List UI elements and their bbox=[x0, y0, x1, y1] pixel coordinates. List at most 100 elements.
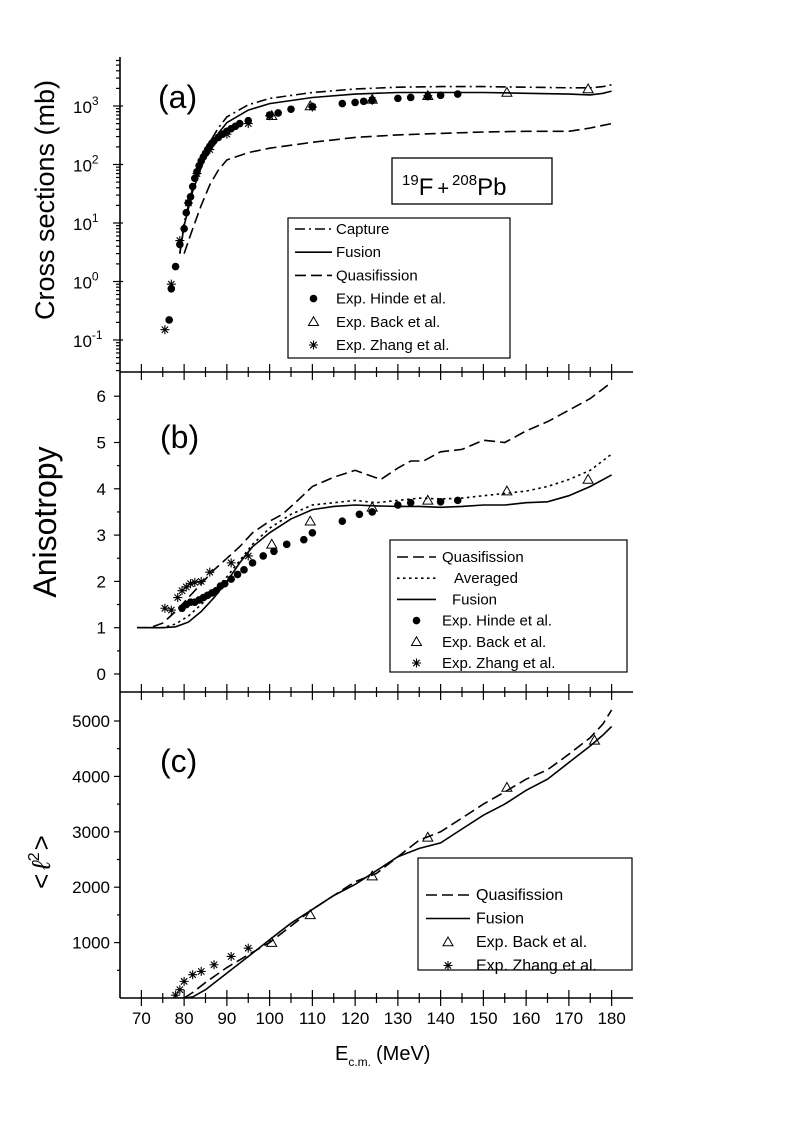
legend-marker-exp-zhang-et-al bbox=[412, 658, 421, 668]
y-tick-label: 102 bbox=[73, 153, 99, 176]
reaction-elem2: Pb bbox=[477, 174, 506, 201]
data-point-exp-back-et-al bbox=[421, 494, 434, 505]
y-tick-label: 4 bbox=[97, 480, 106, 499]
legend-label-fusion: Fusion bbox=[452, 591, 497, 608]
x-tick-label: 180 bbox=[597, 1009, 625, 1028]
data-point-exp-hinde-et-al bbox=[453, 90, 462, 98]
x-axis-label-main: E bbox=[335, 1043, 348, 1065]
data-point-exp-zhang-et-al bbox=[243, 119, 253, 129]
ell-symbol: ℓ bbox=[26, 860, 56, 871]
ell-exponent: 2 bbox=[26, 852, 43, 861]
data-point-exp-hinde-et-al bbox=[233, 570, 242, 579]
data-point-exp-hinde-et-al bbox=[220, 579, 229, 588]
legend-label-fusion: Fusion bbox=[476, 911, 524, 928]
data-point-exp-zhang-et-al bbox=[226, 951, 236, 961]
data-point-exp-back-et-al bbox=[501, 86, 513, 97]
legend-label-capture: Capture bbox=[336, 221, 389, 238]
data-point-exp-back-et-al bbox=[265, 936, 278, 947]
panel-c-ylabel: <ℓ2> bbox=[26, 835, 56, 889]
x-axis-label-unit: (MeV) bbox=[376, 1043, 430, 1065]
data-point-exp-hinde-et-al bbox=[338, 99, 347, 108]
data-point-exp-hinde-et-al bbox=[180, 224, 188, 233]
y-tick-label: 5000 bbox=[72, 712, 110, 731]
x-tick-label: 90 bbox=[217, 1009, 236, 1028]
reaction-box bbox=[391, 157, 553, 205]
angle-open: < bbox=[26, 874, 56, 889]
data-point-exp-zhang-et-al bbox=[209, 960, 219, 970]
data-point-exp-zhang-et-al bbox=[160, 603, 170, 613]
data-point-exp-hinde-et-al bbox=[167, 285, 176, 293]
reaction-plus: + bbox=[437, 178, 449, 200]
data-point-exp-hinde-et-al bbox=[436, 91, 445, 100]
data-point-exp-zhang-et-al bbox=[265, 111, 275, 121]
legend-marker-exp-back-et-al bbox=[442, 935, 454, 947]
x-axis-label: Ec.m.(MeV) bbox=[335, 1043, 430, 1069]
y-tick-label: 10-1 bbox=[73, 328, 103, 351]
reaction-label: 19F+208Pb bbox=[402, 172, 506, 201]
legend-label-exp-zhang-et-al: Exp. Zhang et al. bbox=[336, 337, 449, 354]
data-point-exp-zhang-et-al bbox=[166, 279, 176, 289]
series-line-quasifission bbox=[183, 122, 612, 254]
data-point-exp-hinde-et-al bbox=[406, 498, 415, 507]
data-point-exp-zhang-et-al bbox=[171, 990, 181, 998]
y-tick-label: 5 bbox=[97, 434, 106, 453]
x-tick-label: 130 bbox=[384, 1009, 412, 1028]
data-point-exp-hinde-et-al bbox=[436, 497, 445, 506]
y-tick-label: 1 bbox=[97, 619, 106, 638]
data-point-exp-zhang-et-al bbox=[175, 985, 185, 995]
y-tick-label: 3000 bbox=[72, 823, 110, 842]
panel-c-label: (c) bbox=[160, 743, 197, 779]
legend-label-exp-back-et-al: Exp. Back et al. bbox=[476, 934, 587, 951]
data-point-exp-back-et-al bbox=[501, 485, 513, 496]
legend-marker-exp-zhang-et-al bbox=[309, 340, 318, 350]
y-tick-label: 103 bbox=[73, 94, 99, 117]
x-tick-label: 80 bbox=[175, 1009, 194, 1028]
data-point-exp-zhang-et-al bbox=[179, 976, 189, 986]
y-tick-label: 6 bbox=[97, 387, 106, 406]
data-point-exp-back-et-al bbox=[265, 538, 278, 549]
data-point-exp-hinde-et-al bbox=[235, 119, 244, 128]
y-tick-label: 2 bbox=[97, 572, 106, 591]
legend-marker-exp-hinde-et-al bbox=[309, 294, 318, 303]
data-point-exp-zhang-et-al bbox=[188, 970, 198, 980]
data-point-exp-hinde-et-al bbox=[287, 105, 295, 114]
x-tick-label: 170 bbox=[555, 1009, 583, 1028]
legend-label-exp-zhang-et-al: Exp. Zhang et al. bbox=[442, 655, 555, 672]
data-point-exp-zhang-et-al bbox=[367, 95, 377, 105]
legend-label-quasifission: Quasifission bbox=[336, 267, 418, 284]
data-point-exp-hinde-et-al bbox=[227, 575, 235, 583]
panel-b-ylabel: Anisotropy bbox=[27, 446, 63, 597]
x-tick-label: 150 bbox=[469, 1009, 497, 1028]
data-point-exp-back-et-al bbox=[421, 831, 434, 842]
data-point-exp-zhang-et-al bbox=[183, 198, 193, 208]
data-point-exp-hinde-et-al bbox=[394, 501, 402, 509]
legend-marker-exp-back-et-al bbox=[410, 635, 423, 647]
y-tick-label: 1000 bbox=[72, 934, 110, 953]
data-point-exp-zhang-et-al bbox=[177, 586, 187, 596]
legend-box bbox=[389, 539, 628, 673]
data-point-exp-hinde-et-al bbox=[270, 547, 278, 556]
data-point-exp-hinde-et-al bbox=[282, 540, 291, 549]
legend-label-fusion: Fusion bbox=[336, 244, 381, 261]
data-point-exp-back-et-al bbox=[582, 83, 594, 94]
panel-b-label: (b) bbox=[160, 419, 199, 455]
data-point-exp-zhang-et-al bbox=[222, 129, 232, 139]
data-point-exp-zhang-et-al bbox=[307, 102, 317, 112]
x-tick-label: 160 bbox=[512, 1009, 540, 1028]
y-tick-label: 100 bbox=[73, 270, 99, 293]
data-point-exp-zhang-et-al bbox=[160, 325, 170, 335]
legend-label-exp-hinde-et-al: Exp. Hinde et al. bbox=[442, 613, 552, 630]
y-tick-label: 0 bbox=[97, 665, 106, 684]
legend-label-exp-back-et-al: Exp. Back et al. bbox=[442, 634, 546, 651]
x-tick-label: 120 bbox=[341, 1009, 369, 1028]
legend-box bbox=[287, 217, 511, 359]
data-point-exp-hinde-et-al bbox=[300, 535, 308, 544]
data-point-exp-hinde-et-al bbox=[308, 528, 317, 537]
data-point-exp-zhang-et-al bbox=[190, 577, 200, 587]
data-point-exp-zhang-et-al bbox=[196, 966, 206, 976]
data-point-exp-hinde-et-al bbox=[240, 566, 248, 574]
panel-a-label: (a) bbox=[158, 79, 197, 115]
data-point-exp-zhang-et-al bbox=[243, 943, 253, 953]
